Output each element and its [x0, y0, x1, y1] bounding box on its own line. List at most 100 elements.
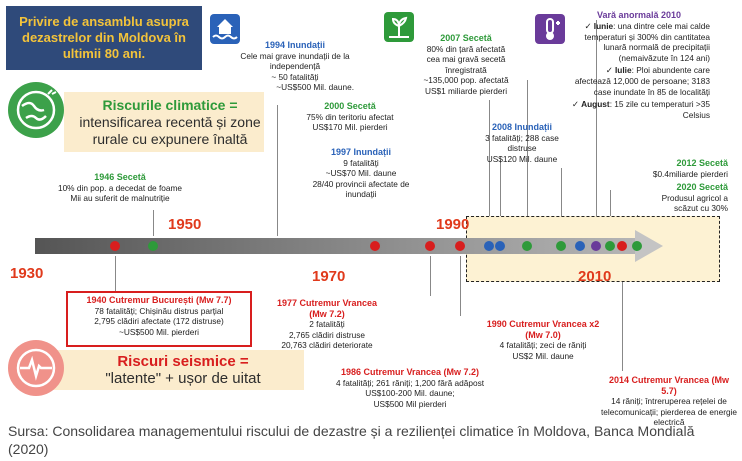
event-title: 2007 Secetă — [440, 33, 492, 43]
event-1977-earthquake: 1977 Cutremur Vrancea (Mw 7.2) 2 fatalit… — [268, 298, 386, 351]
dot-1997-floods — [495, 241, 505, 251]
event-text: US$1 miliarde pierderi — [424, 85, 508, 96]
event-2000-drought: 2000 Secetă 75% din teritoriu afectat US… — [288, 101, 412, 133]
seismograph-icon — [8, 340, 64, 396]
connector-line — [460, 256, 461, 316]
dot-1986-earthquake — [425, 241, 435, 251]
dot-2008-floods — [575, 241, 585, 251]
event-title: Vară anormală 2010 — [596, 10, 682, 20]
seismic-risk-box — [42, 350, 304, 390]
seismic-risk-head: Riscuri seismice = — [117, 353, 249, 370]
event-text: ~US$500 Mil. pierderi — [118, 326, 199, 337]
event-text: 80% din țară afectată — [426, 43, 506, 54]
year-1950-label: 1950 — [168, 216, 202, 233]
event-text: 20,763 clădiri deteriorate — [281, 340, 373, 351]
dot-2012-drought — [605, 241, 615, 251]
event-text: Produsul agricol a — [661, 192, 728, 203]
dot-1946-drought — [148, 241, 158, 251]
event-2012-drought: 2012 Secetă $0.4miliarde pierderi — [628, 158, 728, 179]
event-2010-july: ✓ Iulie: Ploi abundente care afecteazâ 1… — [574, 65, 710, 97]
connector-line — [561, 168, 562, 236]
page-title: Privire de ansamblu asupra dezastrelor d… — [19, 14, 189, 61]
event-text: US$170 Mil. pierderi — [312, 122, 388, 133]
climate-risk-body: intensificarea recentă și zone rurale cu… — [79, 114, 261, 147]
connector-line — [430, 256, 431, 296]
event-2020-drought: 2020 Secetă Produsul agricol a scăzut cu… — [632, 182, 728, 214]
event-text: Mii au suferit de malnutriție — [70, 193, 170, 204]
connector-line — [115, 256, 116, 291]
dot-1990-earthquake — [455, 241, 465, 251]
event-text: Cele mai grave inundații de la independe… — [240, 50, 350, 72]
event-text: scăzut cu 30% — [674, 203, 728, 214]
event-text: 4 fatalități; 261 răniți; 1,200 fără adă… — [335, 377, 485, 388]
event-text: ~US$500 Mil. daune. — [276, 82, 354, 93]
event-title: 1977 Cutremur Vrancea (Mw 7.2) — [276, 298, 378, 319]
event-text: 14 răniți; întreruperea rețelei de — [611, 396, 727, 407]
dot-2000-drought — [522, 241, 532, 251]
event-text: 2,765 clădiri distruse — [288, 329, 366, 340]
event-1990-earthquake: 1990 Cutremur Vrancea x2 (Mw 7.0) 4 fata… — [480, 319, 606, 361]
event-2010-abnormal-summer: Vară anormală 2010 ✓ Iunie: una dintre c… — [568, 10, 710, 120]
event-2007-drought: 2007 Secetă 80% din țară afectată cea ma… — [408, 33, 524, 97]
year-1930-label: 1930 — [10, 265, 44, 282]
source-caption: Sursa: Consolidarea managementului riscu… — [8, 423, 695, 457]
event-title: 2020 Secetă — [676, 182, 728, 192]
event-text: : una dintre cele mai calde temperaturi … — [584, 21, 710, 63]
event-text: US$2 Mil. daune — [512, 350, 574, 361]
event-title: 2014 Cutremur Vrancea (Mw 5.7) — [608, 375, 730, 396]
event-title: 2012 Secetă — [676, 158, 728, 168]
event-text: : Ploi abundente care afecteazâ 12,000 d… — [574, 65, 710, 97]
connector-line — [489, 100, 490, 236]
connector-line — [596, 20, 597, 236]
event-text: 3 fatalități; 288 case distruse — [485, 132, 559, 154]
event-text: 78 fatalități; Chișinău distrus parțial — [94, 305, 224, 316]
dot-2020-drought — [632, 241, 642, 251]
climate-risk-head: Riscurile climatice = — [102, 97, 238, 113]
event-text: : 15 zile cu temperaturi >35 Celsius — [609, 99, 710, 120]
climate-risk-text: Riscurile climatice = intensificarea rec… — [70, 97, 270, 148]
event-1994-floods: 1994 Inundații Cele mai grave inundații … — [236, 40, 354, 93]
dot-2007-drought — [556, 241, 566, 251]
climate-risk-box — [64, 92, 264, 152]
event-2014-earthquake: 2014 Cutremur Vrancea (Mw 5.7) 14 răniți… — [600, 375, 738, 428]
event-title: 2000 Secetă — [324, 101, 376, 111]
globe-icon — [8, 82, 64, 138]
drought-icon — [384, 12, 414, 42]
event-text: telecomunicații; pierderea de energie — [600, 406, 738, 417]
event-1946-drought: 1946 Secetă 10% din pop. a decedat de fo… — [40, 172, 200, 204]
event-title: 1994 Inundații — [264, 40, 326, 50]
event-text: 2 fatalități — [309, 319, 345, 330]
thermometer-icon — [535, 14, 565, 44]
event-title: 1997 Inundații — [330, 147, 392, 157]
event-text: $0.4miliarde pierderi — [652, 168, 728, 179]
event-1997-floods: 1997 Inundații 9 fatalități ~US$70 Mil. … — [296, 147, 426, 200]
event-text: US$100-200 Mil. daune; — [365, 388, 455, 399]
connector-line — [622, 256, 623, 371]
event-text: 75% din teritoriu afectat — [306, 111, 394, 122]
event-title: 2008 Inundații — [491, 122, 553, 132]
event-title: 1946 Secetă — [94, 172, 146, 182]
event-text: US$500 Mil pierderi — [373, 398, 447, 409]
dot-1940-earthquake — [110, 241, 120, 251]
event-text: cea mai gravă secetă înregistrată — [426, 54, 506, 75]
year-1970-label: 1970 — [312, 268, 346, 285]
event-title: 1986 Cutremur Vrancea (Mw 7.2) — [340, 367, 480, 377]
event-text: 9 fatalități — [343, 157, 379, 168]
seismic-risk-text: Riscuri seismice = "latente" + ușor de u… — [70, 353, 296, 387]
month-label: August — [581, 99, 610, 110]
flood-icon — [210, 14, 240, 44]
event-text: 10% din pop. a decedat de foame — [57, 182, 183, 193]
year-2010-label: 2010 — [578, 268, 612, 285]
connector-line — [610, 190, 611, 236]
event-title: 1990 Cutremur Vrancea x2 (Mw 7.0) — [486, 319, 600, 340]
year-1990-label: 1990 — [436, 216, 470, 233]
connector-line — [500, 160, 501, 236]
title-box: Privire de ansamblu asupra dezastrelor d… — [6, 6, 202, 70]
dot-2010-summer — [591, 241, 601, 251]
month-label: Iulie — [614, 65, 632, 76]
dot-1977-earthquake — [370, 241, 380, 251]
dot-2014-earthquake — [617, 241, 627, 251]
month-label: Iunie — [593, 21, 614, 31]
event-1940-earthquake: 1940 Cutremur București (Mw 7.7) 78 fata… — [66, 291, 252, 347]
event-2010-june: ✓ Iunie: una dintre cele mai calde tempe… — [584, 21, 711, 63]
